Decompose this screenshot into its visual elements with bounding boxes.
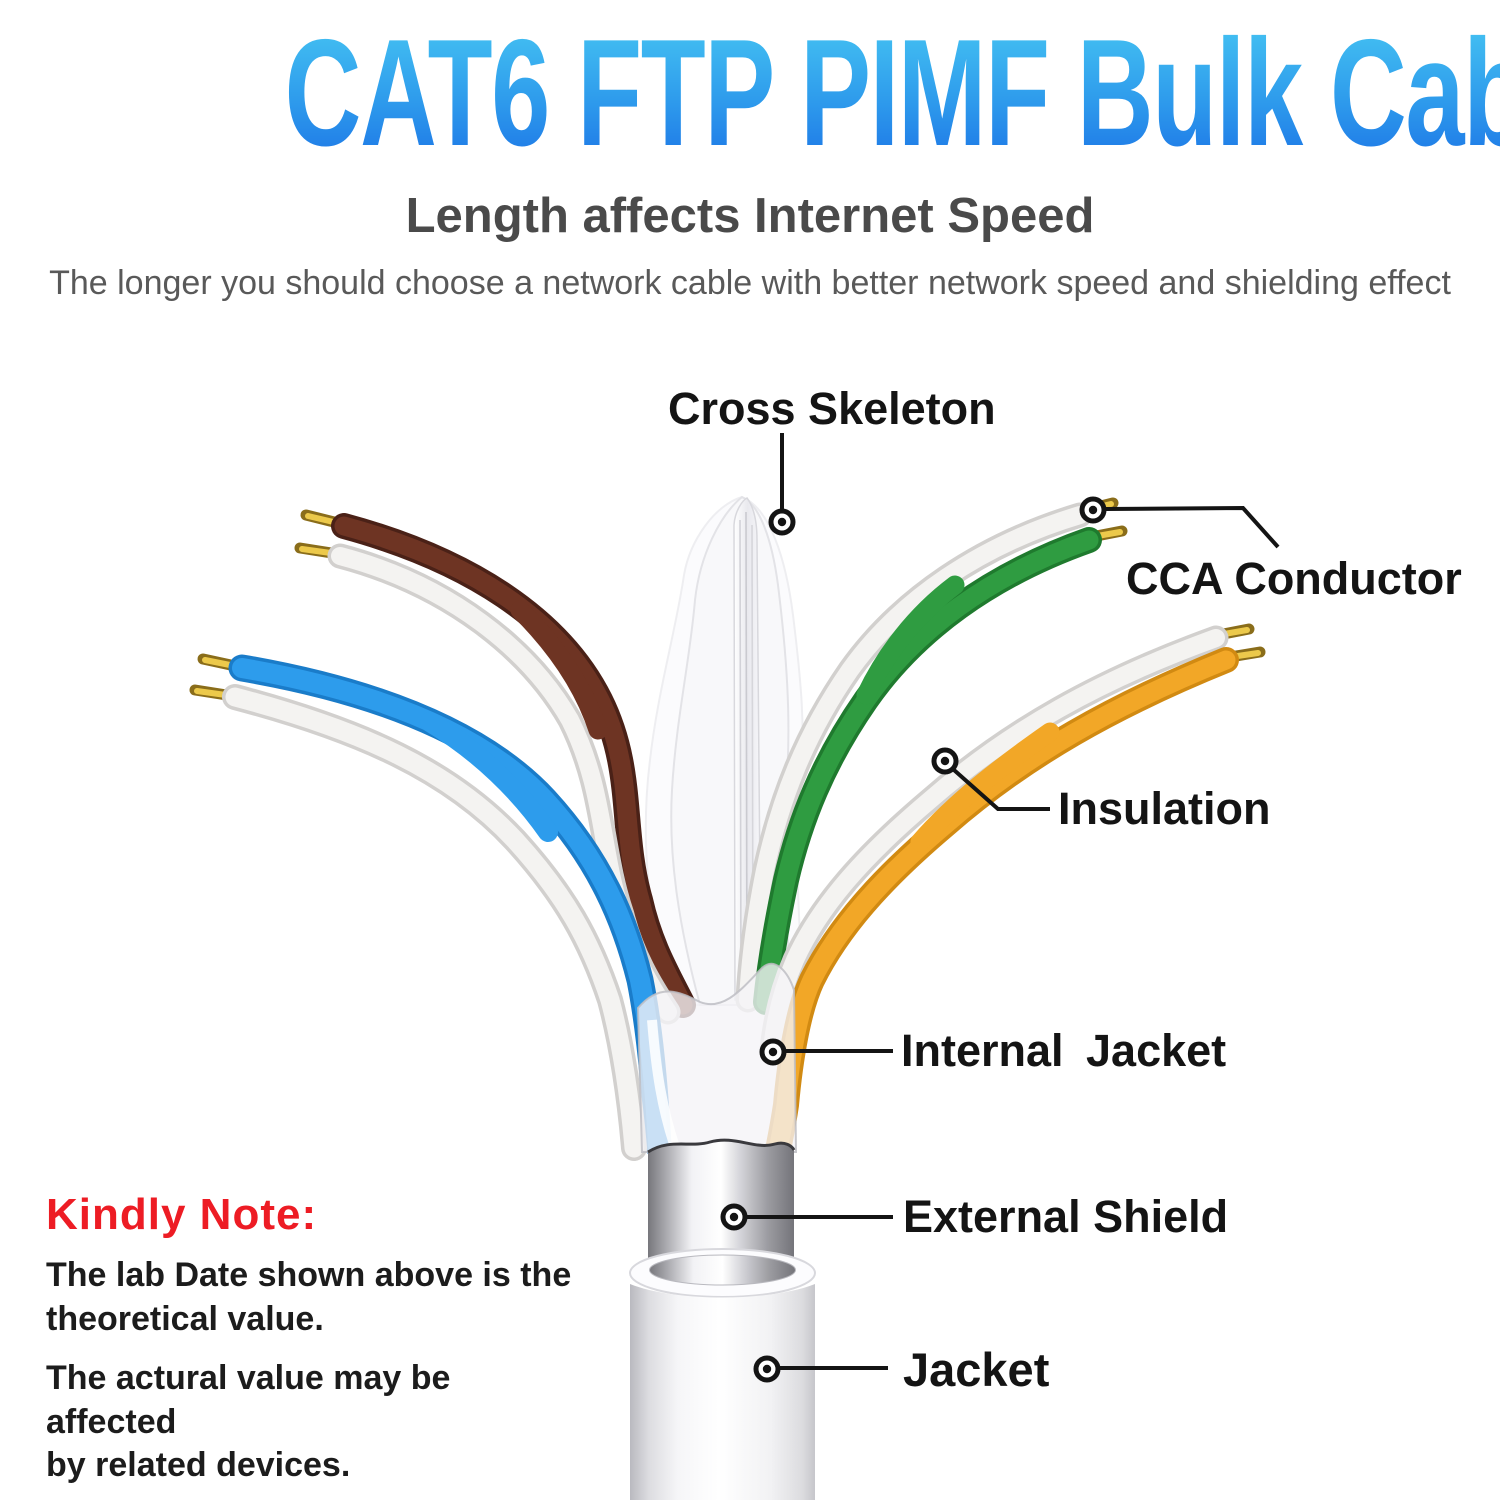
callout-label-cross-skeleton: Cross Skeleton — [668, 383, 996, 434]
jacket-graphic — [629, 1248, 816, 1500]
kindly-note-line: The actural value may be affected by rel… — [46, 1359, 451, 1485]
external-shield-graphic — [647, 1138, 796, 1278]
page-tagline: The longer you should choose a network c… — [49, 264, 1451, 302]
callout-label-external-shield: External Shield — [903, 1191, 1229, 1242]
kindly-note-line: The lab Date shown above is the theoreti… — [46, 1256, 572, 1338]
callout-label-insulation: Insulation — [1058, 783, 1271, 834]
kindly-note: Kindly Note: The lab Date shown above is… — [46, 1190, 586, 1500]
kindly-note-heading: Kindly Note: — [46, 1190, 318, 1239]
page-title: CAT6 FTP PIMF Bulk Cable — [285, 14, 1500, 172]
callout-label-jacket: Jacket — [903, 1343, 1050, 1396]
callout-markers — [720, 433, 1280, 1383]
page-subtitle: Length affects Internet Speed — [405, 189, 1095, 243]
callout-label-internal-jacket: Internal Jacket — [901, 1025, 1227, 1076]
callout-label-cca-conductor: CCA Conductor — [1126, 553, 1462, 604]
internal-jacket-graphic — [636, 962, 798, 1153]
pair-green — [735, 497, 1128, 1015]
page-title-wrap: CAT6 FTP PIMF Bulk Cable — [0, 14, 1500, 172]
